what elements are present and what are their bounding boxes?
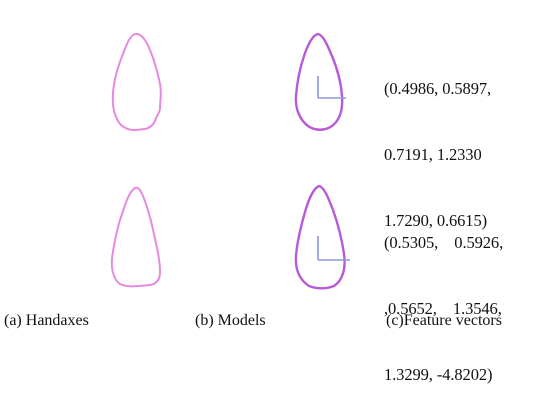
- handaxe-shape-2: [110, 186, 161, 288]
- caption-models: (b) Models: [195, 312, 266, 329]
- feature-vector-1: (0.4986, 0.5897, 0.7191, 1.2330 1.7290, …: [384, 34, 491, 254]
- model-shape-1: [294, 32, 344, 131]
- feature-vector-2-line-1: (0.5305, 0.5926,: [384, 233, 504, 252]
- handaxe-shape-1: [111, 32, 162, 132]
- feature-vector-1-line-3: 1.7290, 0.6615): [384, 211, 487, 230]
- feature-vector-1-line-1: (0.4986, 0.5897,: [384, 79, 492, 98]
- handaxe-image-2: [88, 162, 188, 302]
- model-outline-2: [294, 184, 350, 290]
- caption-feature-vectors: (c)Feature vectors: [386, 312, 502, 329]
- feature-vector-2-line-2: ,0.5652, 1.3546,: [384, 299, 502, 318]
- model-image-2: [270, 162, 370, 302]
- caption-handaxes: (a) Handaxes: [4, 312, 89, 329]
- feature-vector-2-line-3: 1.3299, -4.8202): [384, 365, 493, 384]
- handaxe-outline-1: [111, 32, 162, 132]
- feature-vector-2: (0.5305, 0.5926, ,0.5652, 1.3546, 1.3299…: [384, 188, 503, 408]
- handaxe-image-1: [88, 8, 188, 146]
- model-image-1: [270, 8, 370, 146]
- model-outline-1: [294, 32, 346, 131]
- model-shape-2: [294, 184, 346, 290]
- feature-vector-1-line-2: 0.7191, 1.2330: [384, 145, 482, 164]
- handaxe-outline-2: [110, 186, 161, 288]
